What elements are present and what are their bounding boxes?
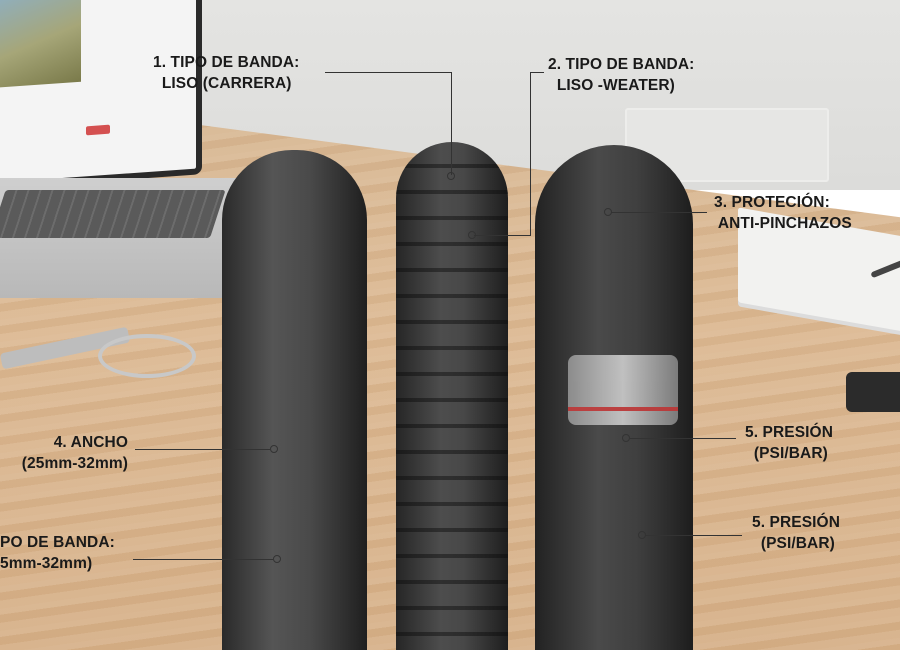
- callout-1-line-v: [451, 72, 452, 175]
- tire-cross-section-sleeve: [568, 355, 678, 425]
- laptop-red-button: [86, 124, 110, 136]
- callout-5a-label: 5. PRESIÓN (PSI/BAR): [745, 424, 833, 462]
- callout-1-line-h: [325, 72, 451, 73]
- callout-3-line: [611, 212, 707, 213]
- callout-4b-line: [133, 559, 273, 560]
- callout-5a-dot: [622, 434, 630, 442]
- callout-4-label: 4. ANCHO (25mm-32mm): [21, 434, 128, 472]
- callout-2-label: 2. TIPO DE BANDA: LISO -WEATER): [548, 56, 695, 94]
- callout-4b-label: PO DE BANDA: 5mm-32mm): [0, 534, 115, 572]
- callout-4-line: [135, 449, 270, 450]
- small-device: [846, 372, 900, 412]
- callout-5a-line: [630, 438, 736, 439]
- callout-2-line-v: [530, 72, 531, 235]
- callout-5b-dot: [638, 531, 646, 539]
- callout-2-line-h2: [474, 235, 531, 236]
- callout-5b-line: [645, 535, 742, 536]
- laptop-screen: [0, 0, 202, 190]
- tread-pattern: [396, 142, 508, 650]
- tire-tread-center: [396, 142, 508, 650]
- callout-3-dot: [604, 208, 612, 216]
- cyclist-photo: [0, 0, 81, 89]
- callout-3-label: 3. PROTECIÓN: ANTI-PINCHAZOS: [714, 194, 852, 232]
- callout-5b-label: 5. PRESIÓN (PSI/BAR): [752, 514, 840, 552]
- callout-2-line-h: [530, 72, 544, 73]
- callout-1-label: 1. TIPO DE BANDA: LISO (CARRERA): [153, 54, 300, 92]
- tire-slick-left: [222, 150, 367, 650]
- magnifier-ring: [98, 334, 196, 378]
- callout-2-dot: [468, 231, 476, 239]
- laptop-keyboard: [0, 190, 226, 238]
- callout-4b-dot: [273, 555, 281, 563]
- callout-1-dot: [447, 172, 455, 180]
- callout-4-dot: [270, 445, 278, 453]
- red-stripe: [568, 407, 678, 411]
